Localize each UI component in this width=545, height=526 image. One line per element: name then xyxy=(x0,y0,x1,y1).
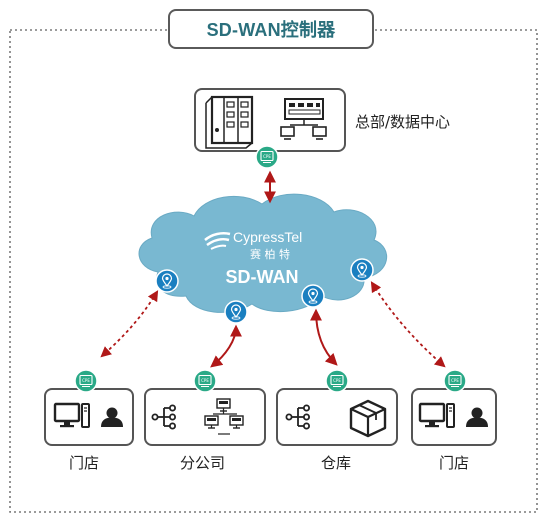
site-label-warehouse: 仓库 xyxy=(321,454,352,472)
datacenter-node xyxy=(194,88,346,152)
outer-dotted-border xyxy=(9,29,538,513)
site-warehouse xyxy=(276,388,398,446)
cpe-router-icon xyxy=(193,369,217,393)
cloud-brand-cn: 赛 柏 特 xyxy=(250,247,290,261)
link-cloud-store-left xyxy=(100,290,159,358)
cpe-router-icon xyxy=(255,145,279,169)
cloud-brand: CypressTel xyxy=(233,229,302,245)
location-pin-icon xyxy=(301,284,325,308)
server-rack-icon xyxy=(205,95,254,149)
site-branch xyxy=(144,388,266,446)
cpe-router-icon xyxy=(74,369,98,393)
location-pin-icon xyxy=(155,269,179,293)
controller-title-box: SD-WAN控制器 xyxy=(168,9,374,49)
link-cloud-store-right xyxy=(370,281,446,368)
location-pin-icon xyxy=(224,300,248,324)
site-store-left xyxy=(44,388,134,446)
site-label-store-left: 门店 xyxy=(69,454,100,472)
cypresstel-logo xyxy=(204,232,231,250)
datacenter-label: 总部/数据中心 xyxy=(355,113,451,131)
location-pin-icon xyxy=(350,258,374,282)
site-store-right xyxy=(411,388,497,446)
cloud-label: SD-WAN xyxy=(226,267,299,287)
site-label-store-right: 门店 xyxy=(439,454,470,472)
cpe-router-icon xyxy=(325,369,349,393)
page-title: SD-WAN控制器 xyxy=(206,20,336,40)
site-label-branch: 分公司 xyxy=(180,454,226,472)
link-cloud-warehouse xyxy=(310,308,338,366)
cpe-router-icon xyxy=(443,369,467,393)
network-switch-icon xyxy=(280,98,327,140)
link-cloud-branch xyxy=(210,324,242,368)
network-switch-icon xyxy=(204,398,244,435)
package-box-icon xyxy=(349,399,387,438)
